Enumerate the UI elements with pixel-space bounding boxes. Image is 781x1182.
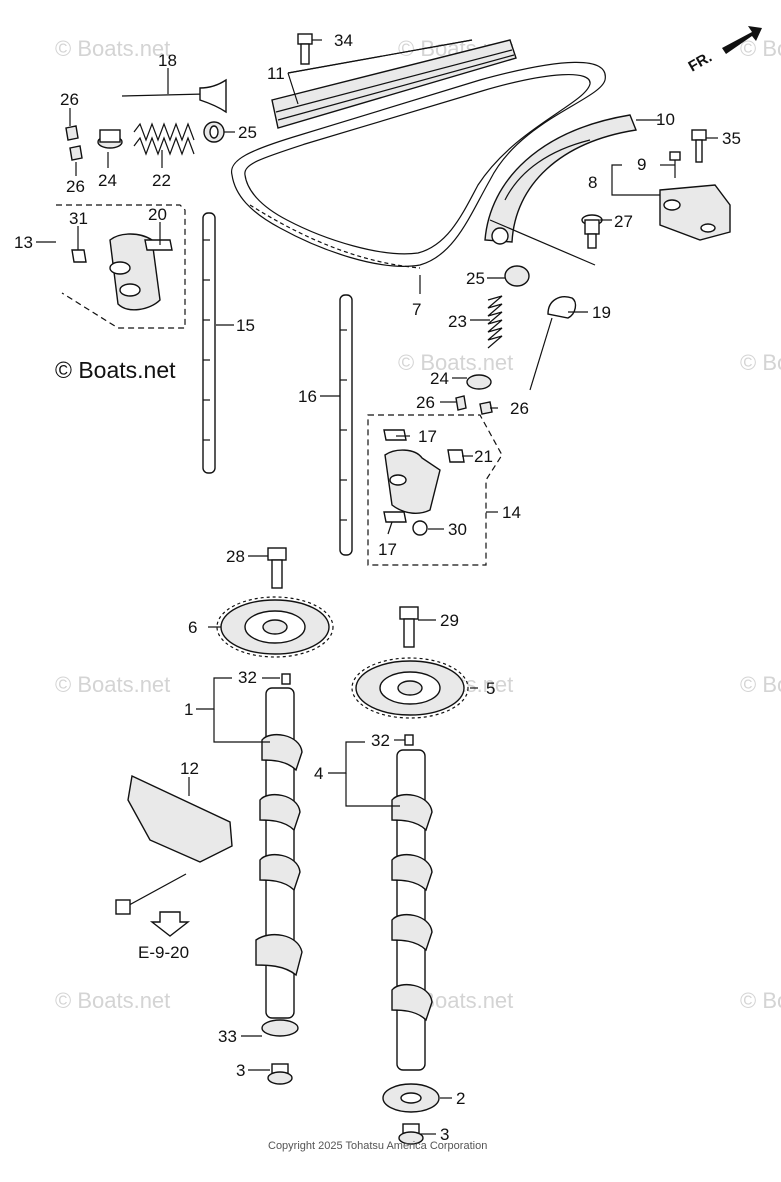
callout-14: 14 <box>502 503 521 522</box>
spring-retainer-25 <box>504 265 530 287</box>
callout-18: 18 <box>158 51 177 70</box>
callout-12: 12 <box>180 759 199 778</box>
watermark: © Boats.net <box>740 672 781 697</box>
valve-spring-22 <box>133 122 195 156</box>
callout-33: 33 <box>218 1027 237 1046</box>
camshaft-4 <box>382 734 440 1145</box>
watermark: © Boats.net <box>55 36 170 61</box>
pivot-bolt-27 <box>581 214 603 249</box>
callout-1: 1 <box>184 700 193 719</box>
chain-tensioner-arm <box>484 114 637 245</box>
callout-7: 7 <box>412 300 421 319</box>
bolt-28 <box>267 547 287 589</box>
cam-cover-plate-12 <box>115 774 233 937</box>
callout-27: 27 <box>614 212 633 231</box>
rocker-arm-group-13 <box>56 204 186 329</box>
bolt-34 <box>297 33 313 65</box>
callout-24: 24 <box>98 171 117 190</box>
callout-21: 21 <box>474 447 493 466</box>
watermark: © Boats.net <box>740 988 781 1013</box>
watermark: © Boats.net <box>740 36 781 61</box>
valve-collet-26 <box>65 125 83 161</box>
brand-watermark: © Boats.net <box>55 357 176 383</box>
reference-label: E-9-20 <box>138 943 189 962</box>
bolt <box>115 899 131 915</box>
valve-spring-23 <box>487 295 503 349</box>
washer-33 <box>261 1019 299 1037</box>
callout-34: 34 <box>334 31 353 50</box>
valve-19 <box>547 296 577 319</box>
callout-24: 24 <box>430 369 449 388</box>
valve-collet-26 <box>479 401 493 415</box>
stem-seal-24 <box>97 129 123 149</box>
right-valve-parts <box>455 265 577 415</box>
callout-35: 35 <box>722 129 741 148</box>
callout-16: 16 <box>298 387 317 406</box>
callout-23: 23 <box>448 312 467 331</box>
watermark: © Boats.net <box>55 672 170 697</box>
callout-11: 11 <box>267 64 285 83</box>
callout-19: 19 <box>592 303 611 322</box>
bolt-29 <box>399 606 419 648</box>
callout-3: 3 <box>236 1061 245 1080</box>
callout-26: 26 <box>510 399 529 418</box>
spring-retainer-25 <box>203 121 225 143</box>
watermark: © Boats.net <box>398 350 513 375</box>
pin-9 <box>669 151 681 178</box>
valve-collet-26 <box>455 395 467 411</box>
callout-26: 26 <box>416 393 435 412</box>
callout-3: 3 <box>440 1125 449 1144</box>
front-arrow-icon <box>722 26 762 54</box>
cam-sprocket-5 <box>351 657 469 719</box>
cam-sprocket-6 <box>216 596 334 658</box>
callout-28: 28 <box>226 547 245 566</box>
callout-20: 20 <box>148 205 167 224</box>
callout-32: 32 <box>238 668 257 687</box>
callout-17: 17 <box>378 540 397 559</box>
callout-2: 2 <box>456 1089 465 1108</box>
callout-17: 17 <box>418 427 437 446</box>
leader-lines <box>36 39 718 1135</box>
front-label: FR. <box>686 49 715 76</box>
valve-18 <box>121 78 227 114</box>
copyright-text: Copyright 2025 Tohatsu America Corporati… <box>268 1140 487 1152</box>
camshaft-1 <box>255 673 303 1085</box>
stem-seal-24 <box>466 374 492 390</box>
watermark-layer: © Boats.net © Boats.net © Boats.net © Bo… <box>55 36 781 1013</box>
watermark: © Boats.net <box>740 350 781 375</box>
timing-chain <box>230 61 606 269</box>
watermark: © Boats.net <box>55 988 170 1013</box>
callout-labels: 34 18 11 26 25 10 35 9 8 26 24 22 20 31 … <box>14 31 741 1144</box>
callout-31: 31 <box>69 209 88 228</box>
callout-26: 26 <box>60 90 79 109</box>
callout-10: 10 <box>656 110 675 129</box>
tensioner-lifter <box>659 184 731 241</box>
callout-6: 6 <box>188 618 197 637</box>
rocker-arm-group-14 <box>367 414 503 566</box>
callout-30: 30 <box>448 520 467 539</box>
callout-9: 9 <box>637 155 646 174</box>
callout-25: 25 <box>238 123 257 142</box>
callout-4: 4 <box>314 764 323 783</box>
reference-arrow-icon <box>149 911 191 937</box>
callout-26: 26 <box>66 177 85 196</box>
rocker-shaft-15 <box>202 212 216 474</box>
callout-15: 15 <box>236 316 255 335</box>
callout-29: 29 <box>440 611 459 630</box>
bolt-35 <box>691 129 707 163</box>
callout-8: 8 <box>588 173 597 192</box>
callout-25: 25 <box>466 269 485 288</box>
rocker-shaft-16 <box>339 294 353 556</box>
callout-32: 32 <box>371 731 390 750</box>
callout-5: 5 <box>486 679 495 698</box>
callout-13: 13 <box>14 233 33 252</box>
upper-chain-guide <box>271 39 517 129</box>
callout-22: 22 <box>152 171 171 190</box>
